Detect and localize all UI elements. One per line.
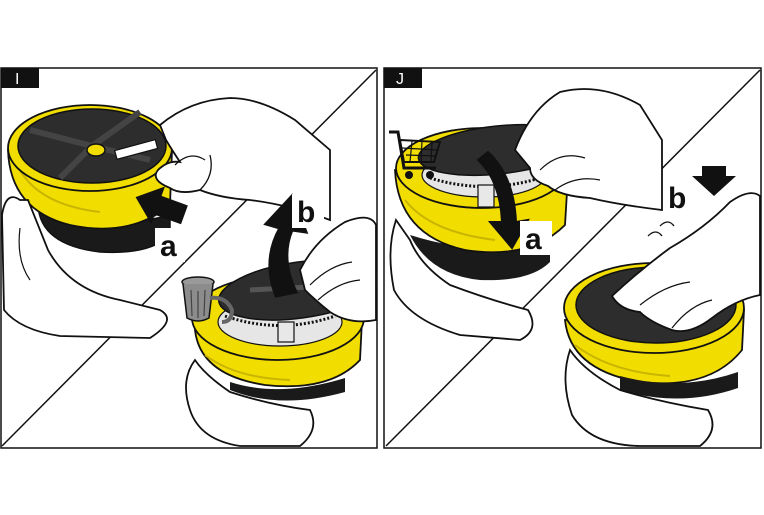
hand-lifting-b [299,216,377,323]
press-down-icon [692,166,736,196]
panel-j-tag-bg [384,68,422,88]
step-a-label-box [155,228,185,262]
step-b-label: b [297,196,315,229]
hand-holding-b [185,358,315,447]
hand-pressing-j-b [610,192,761,333]
panel-i-divider [1,69,377,447]
panel-i: a [0,67,378,449]
panel-i-tag: I [15,71,19,88]
hand-holding-j-b [564,347,714,447]
hand-pinching-a [154,97,331,222]
step-b-label-box [292,194,324,228]
step-j-a-label-box [520,221,552,255]
arrow-icon [135,186,188,225]
step-j-a-label: a [525,223,542,256]
trash-can-icon [181,276,235,324]
shopping-cart-icon [389,130,442,179]
panel-j-tag: J [396,71,404,88]
panel-j-divider [385,69,761,447]
hand-placing-j-a [513,88,663,212]
step-j-b-label: b [668,182,686,215]
hand-holding-a [1,196,168,339]
hand-holding-j-a [389,218,534,341]
step-a-label: a [160,230,177,263]
trimmer-head-a [7,104,173,254]
panel-j: a [383,67,762,449]
panel-i-tag-bg [1,68,39,88]
